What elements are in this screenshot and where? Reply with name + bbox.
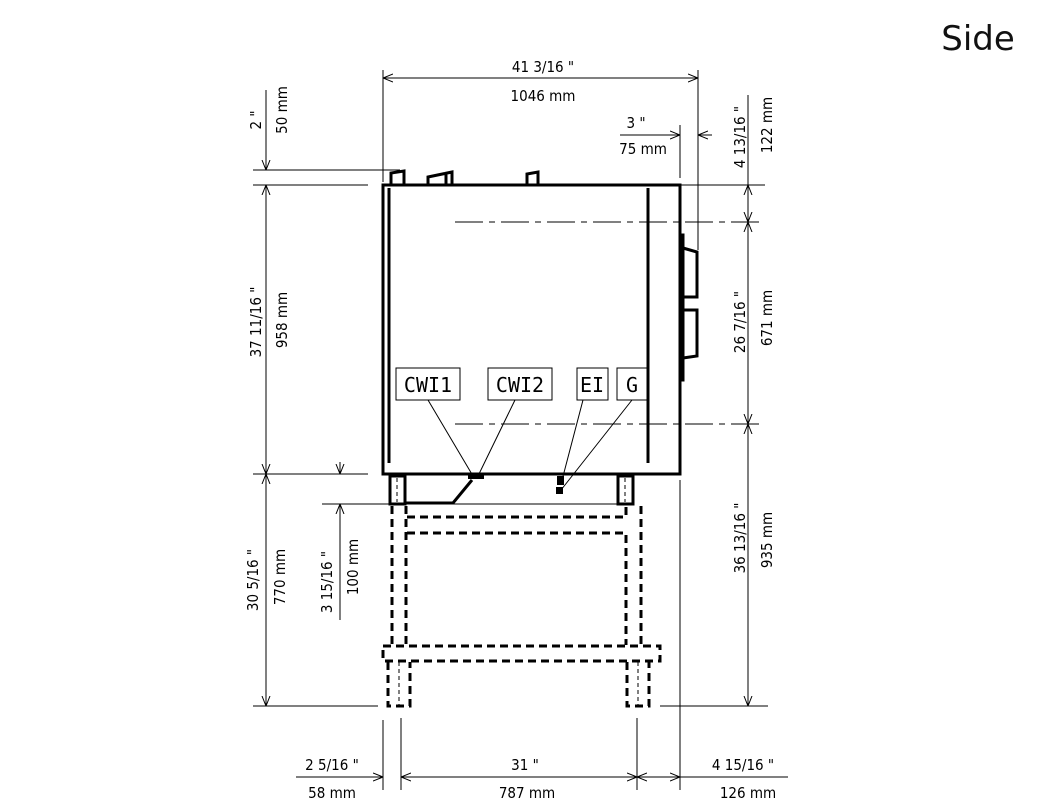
- appliance-legs: [388, 474, 635, 506]
- dim-overall-width-in: 41 3/16 ": [512, 58, 574, 76]
- stand-outline: [381, 506, 662, 708]
- dim-leg-height-mm: 100 mm: [344, 539, 362, 595]
- dim-body-height-mm: 958 mm: [273, 292, 291, 348]
- dimension-texts: 41 3/16 " 1046 mm 2 " 50 mm 37 11/16 " 9…: [244, 58, 776, 802]
- dim-top-clearance-in: 2 ": [247, 110, 265, 129]
- label-g: G: [626, 373, 638, 397]
- dim-leg-height-in: 3 15/16 ": [318, 551, 336, 613]
- dim-left-offset-in: 2 5/16 ": [305, 756, 359, 774]
- dim-left-offset-mm: 58 mm: [308, 784, 356, 802]
- dim-top-clearance-mm: 50 mm: [273, 86, 291, 134]
- dim-right-offset-mm: 126 mm: [720, 784, 776, 802]
- label-cwi1: CWI1: [404, 373, 452, 397]
- dim-leg-spacing-in: 31 ": [511, 756, 539, 774]
- dim-right-offset-in: 4 15/16 ": [712, 756, 774, 774]
- view-title: Side: [941, 19, 1015, 59]
- connection-labels: CWI1 CWI2 EI G: [395, 367, 649, 491]
- label-ei: EI: [580, 373, 604, 397]
- dim-top-offset-in: 4 13/16 ": [731, 106, 749, 168]
- dim-leg-spacing-mm: 787 mm: [499, 784, 555, 802]
- dim-handle-depth-in: 3 ": [626, 114, 645, 132]
- dim-stand-height-mm: 770 mm: [271, 549, 289, 605]
- dim-lower-height-in: 36 13/16 ": [731, 503, 749, 574]
- dim-door-span-in: 26 7/16 ": [731, 291, 749, 353]
- dim-door-span-mm: 671 mm: [758, 290, 776, 346]
- dim-handle-depth-mm: 75 mm: [619, 140, 667, 158]
- dim-body-height-in: 37 11/16 ": [247, 287, 265, 358]
- dim-lower-height-mm: 935 mm: [758, 512, 776, 568]
- dim-top-offset-mm: 122 mm: [758, 97, 776, 153]
- appliance-body: [381, 169, 699, 476]
- dim-stand-height-in: 30 5/16 ": [244, 549, 262, 611]
- label-cwi2: CWI2: [496, 373, 544, 397]
- dimension-lines: [253, 70, 788, 790]
- dim-overall-width-mm: 1046 mm: [511, 87, 576, 105]
